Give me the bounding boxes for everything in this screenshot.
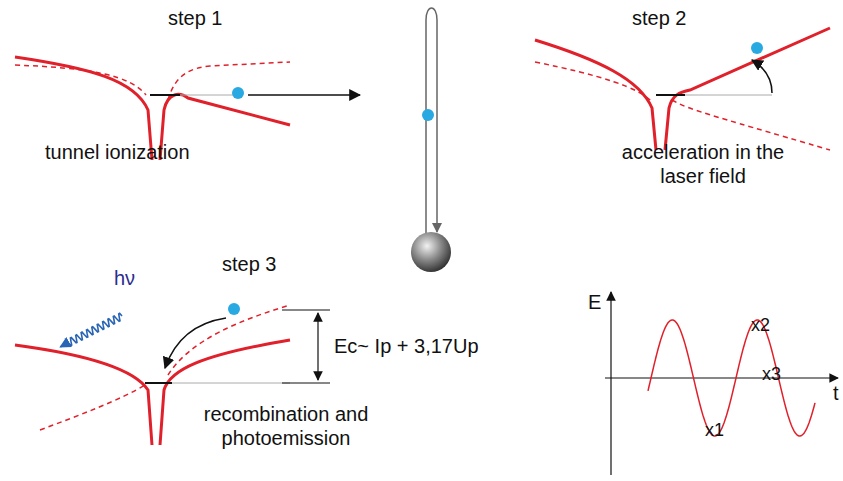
trajectory [411,8,451,272]
label-text: t [833,381,839,405]
label-text: x1 [705,418,724,442]
label-text: Ec~ Ip + 3,17Up [334,334,479,358]
potential-step2 [535,28,830,150]
label-text: x2 [751,313,770,337]
label-text: step 2 [632,6,686,30]
label-text: tunnel ionization [45,140,190,164]
field-graph [605,292,838,475]
label-text: acceleration in the laser field [613,140,793,188]
label-text: hν [114,266,135,290]
label-text: recombination and photoemission [189,402,384,450]
label-text: x3 [762,362,781,386]
label-text: step 1 [168,6,222,30]
label-text: E [588,290,601,314]
label-text: step 3 [222,252,276,276]
